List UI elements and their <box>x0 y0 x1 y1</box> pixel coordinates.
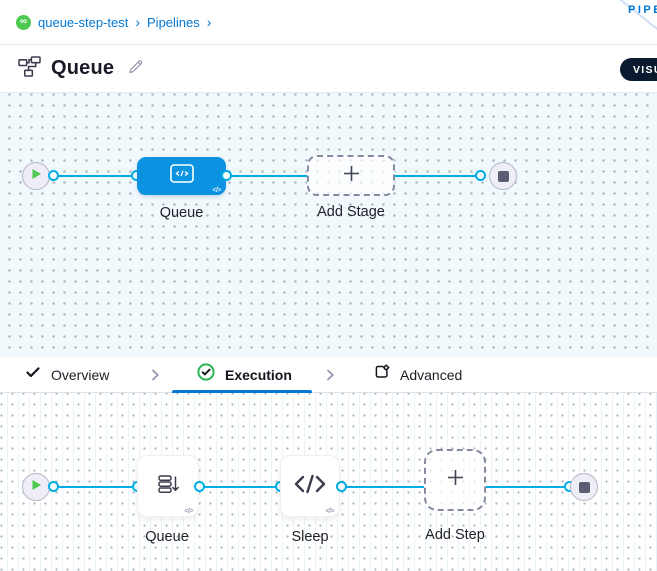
edit-pipeline-button[interactable] <box>126 58 144 79</box>
step-label: Sleep <box>291 529 329 545</box>
wire <box>341 486 424 488</box>
stage-config-tabbar: Overview Execution <box>0 357 657 393</box>
breadcrumb-pipelines-link[interactable]: Pipelines <box>147 14 200 30</box>
stage-canvas[interactable]: </> Queue Add Stage <box>0 93 657 357</box>
advanced-gear-icon <box>374 364 390 385</box>
stage-node-queue[interactable]: </> <box>137 157 226 195</box>
play-icon <box>31 167 42 185</box>
chevron-right-icon <box>149 357 161 392</box>
pipeline-start-node[interactable] <box>22 162 50 190</box>
stop-icon <box>578 481 590 493</box>
chevron-separator: › <box>206 14 212 30</box>
execution-start-node[interactable] <box>22 473 50 501</box>
stop-icon <box>497 170 509 182</box>
pipeline-end-node[interactable] <box>489 162 517 190</box>
breadcrumb-bar: ∞ queue-step-test › Pipelines › PIPE <box>0 0 657 45</box>
tab-execution[interactable]: Execution <box>197 357 292 392</box>
execution-step-canvas[interactable]: </> </> Queue Sleep Add Step <box>0 393 657 571</box>
plus-icon <box>341 163 362 189</box>
pencil-icon <box>126 58 144 79</box>
breadcrumb: ∞ queue-step-test › Pipelines › <box>16 14 211 30</box>
connector-port <box>475 170 486 181</box>
step-node-queue[interactable]: </> <box>137 455 199 517</box>
active-tab-underline <box>172 390 312 393</box>
step-node-sleep[interactable]: </> <box>280 455 340 517</box>
chevron-separator: › <box>135 14 141 30</box>
step-label: Queue <box>145 529 189 545</box>
breadcrumb-project-link[interactable]: queue-step-test <box>38 14 129 30</box>
tab-advanced-label: Advanced <box>400 366 463 383</box>
wire <box>199 486 280 488</box>
tab-execution-label: Execution <box>225 366 292 383</box>
wire <box>50 486 137 488</box>
wire <box>395 175 480 177</box>
connector-port <box>336 481 347 492</box>
chevron-right-icon <box>324 357 336 392</box>
visual-yaml-toggle[interactable]: VISU <box>620 58 657 81</box>
page-title: Queue <box>51 57 115 79</box>
pipeline-icon <box>18 55 41 82</box>
check-icon <box>25 364 41 385</box>
wire <box>50 175 137 177</box>
tab-advanced[interactable]: Advanced <box>374 357 462 392</box>
queue-icon <box>155 471 181 502</box>
ribbon-label: PIPE <box>628 4 657 16</box>
tab-overview[interactable]: Overview <box>25 357 109 392</box>
check-circle-icon <box>197 363 215 386</box>
add-stage-button[interactable] <box>307 155 395 196</box>
yaml-code-badge: </> <box>325 508 334 515</box>
connector-port <box>48 481 59 492</box>
code-icon <box>293 473 327 500</box>
play-icon <box>31 478 42 496</box>
add-step-button[interactable] <box>424 449 486 511</box>
plus-icon <box>445 467 466 493</box>
wire <box>226 175 307 177</box>
harness-module-icon: ∞ <box>16 14 31 30</box>
yaml-code-badge: </> <box>212 187 221 194</box>
execution-end-node[interactable] <box>570 473 598 501</box>
stage-label: Queue <box>159 205 204 221</box>
tab-overview-label: Overview <box>51 366 110 383</box>
pipeline-title-bar: Queue VISU <box>0 45 657 93</box>
connector-port <box>194 481 205 492</box>
connector-port <box>48 170 59 181</box>
ci-stage-icon <box>166 161 198 192</box>
pipeline-studio-ribbon: PIPE <box>601 0 657 34</box>
connector-port <box>221 170 232 181</box>
add-step-label: Add Step <box>425 527 485 543</box>
add-stage-label: Add Stage <box>317 204 385 220</box>
wire <box>486 486 570 488</box>
visual-toggle-label: VISU <box>633 63 657 76</box>
yaml-code-badge: </> <box>184 508 193 515</box>
